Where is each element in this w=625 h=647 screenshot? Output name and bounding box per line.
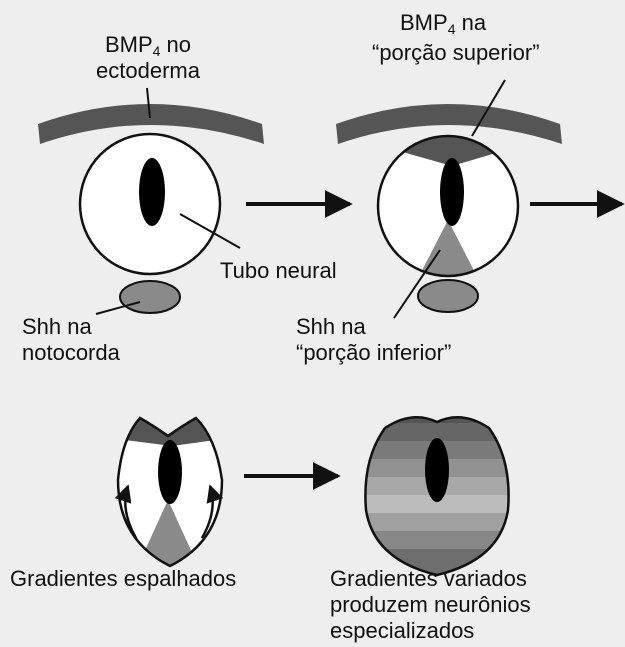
lumen-1	[139, 158, 165, 226]
shh-lower-region-3	[136, 500, 200, 566]
label-neural-tube: Tubo neural	[220, 258, 337, 283]
label-shh-notochord: Shh na notocorda	[22, 314, 120, 365]
notochord-1	[119, 280, 181, 314]
bmp-upper-region	[378, 136, 518, 166]
shh-lower-region	[412, 220, 484, 276]
label-shh-lower: Shh na “porção inferior”	[296, 314, 452, 365]
label-bmp-ectoderm: BMP4 no ectoderma	[96, 32, 200, 83]
leader-neural-tube	[179, 213, 241, 249]
spread-arrow-left	[114, 484, 138, 539]
leader-shh-notochord	[95, 301, 141, 315]
leader-bmp-upper	[471, 79, 506, 137]
lumen-3	[158, 440, 182, 504]
lumen-2	[440, 158, 464, 226]
leader-shh-lower	[393, 249, 441, 319]
leader-bmp-ectoderm	[146, 87, 151, 119]
label-gradients-spread: Gradientes espalhados	[10, 566, 237, 591]
spread-arrow-right	[200, 484, 224, 539]
label-bmp-upper-line2: “porção superior”	[372, 40, 540, 65]
notochord-2	[417, 279, 479, 313]
ectoderm-band	[38, 104, 264, 144]
ectoderm-band-2	[336, 104, 562, 144]
label-gradients-varied: Gradientes variados produzem neurônios e…	[330, 566, 531, 643]
lumen-4	[425, 438, 449, 502]
label-bmp-upper: BMP4 na	[400, 10, 487, 37]
